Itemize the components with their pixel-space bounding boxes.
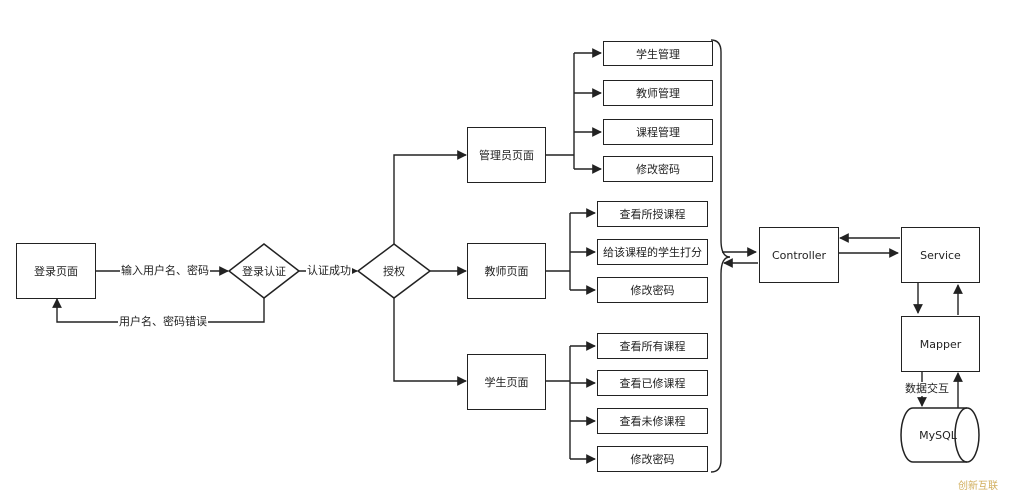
mapper-box: Mapper xyxy=(901,316,980,372)
admin-item-box: 学生管理 xyxy=(603,41,713,66)
admin-page-box: 管理员页面 xyxy=(467,127,546,183)
login-page-box: 登录页面 xyxy=(16,243,96,299)
edge-label-credentials-error: 用户名、密码错误 xyxy=(118,315,208,329)
authorize-diamond xyxy=(356,243,432,299)
edge-label-auth-success: 认证成功 xyxy=(306,264,352,278)
teacher-item-box: 给该课程的学生打分 xyxy=(597,239,708,265)
controller-box: Controller xyxy=(759,227,839,283)
student-item-box: 查看已修课程 xyxy=(597,370,708,396)
student-page-box: 学生页面 xyxy=(467,354,546,410)
group-brace xyxy=(710,39,731,473)
teacher-item-box: 查看所授课程 xyxy=(597,201,708,227)
login-auth-diamond xyxy=(227,243,301,299)
service-box: Service xyxy=(901,227,980,283)
student-item-box: 查看所有课程 xyxy=(597,333,708,359)
watermark: 创新互联 xyxy=(958,481,998,492)
edge-label-data-exchange: 数据交互 xyxy=(904,382,950,396)
teacher-item-box: 修改密码 xyxy=(597,277,708,303)
mysql-label: MySQL xyxy=(919,428,957,442)
admin-item-box: 课程管理 xyxy=(603,119,713,145)
edge-authorize-to-admin xyxy=(393,150,467,244)
student-item-box: 查看未修课程 xyxy=(597,408,708,434)
admin-item-box: 教师管理 xyxy=(603,80,713,106)
mysql-cylinder xyxy=(900,407,980,463)
admin-item-box: 修改密码 xyxy=(603,156,713,182)
authorize-label: 授权 xyxy=(383,265,405,278)
edge-label-input-credentials: 输入用户名、密码 xyxy=(120,264,210,278)
edge-authorize-to-student xyxy=(393,298,467,386)
teacher-page-box: 教师页面 xyxy=(467,243,546,299)
student-item-box: 修改密码 xyxy=(597,446,708,472)
login-auth-label: 登录认证 xyxy=(242,265,286,278)
